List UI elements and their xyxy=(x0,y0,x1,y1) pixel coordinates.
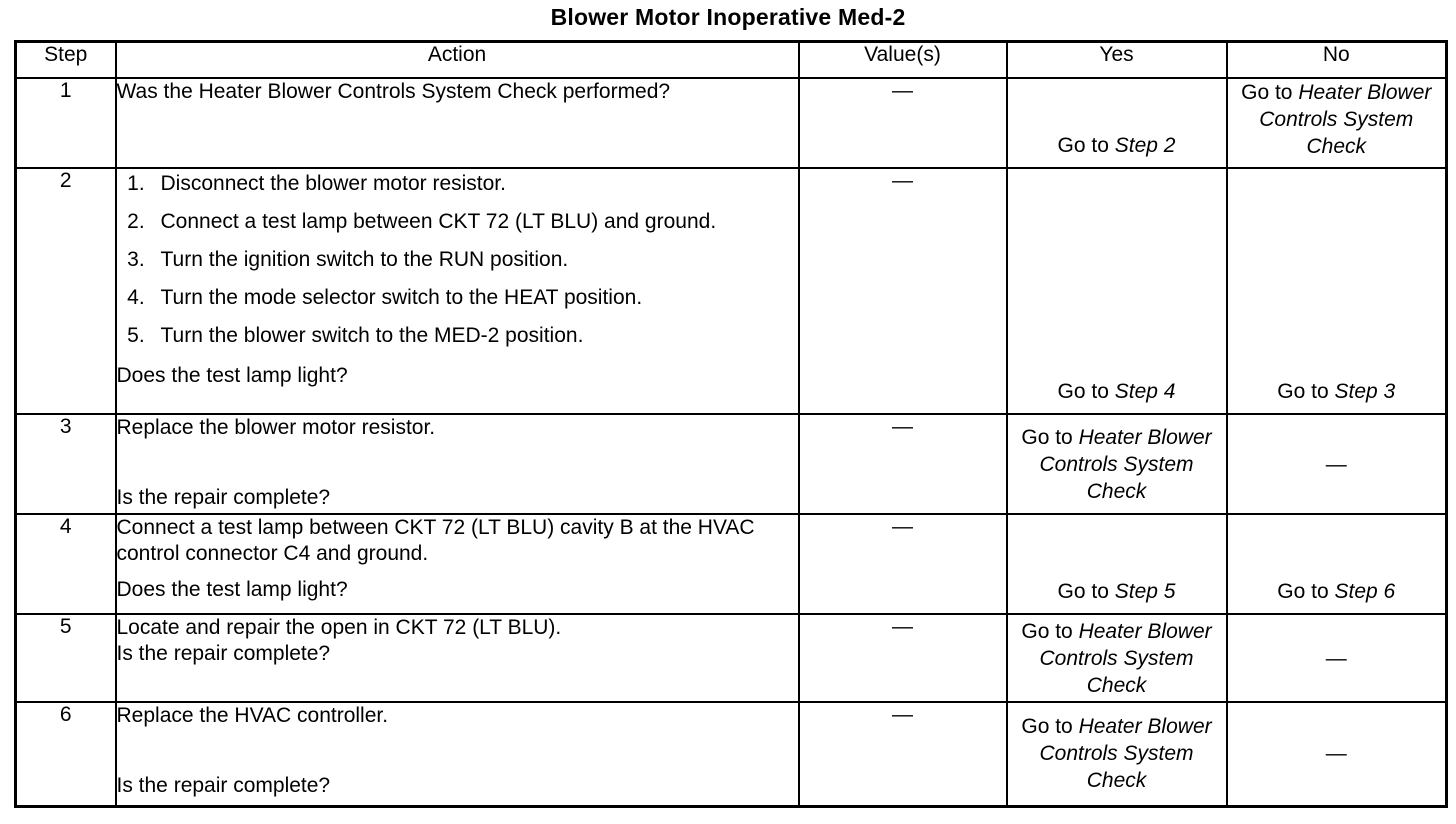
cell-no-branch: Go to Step 3 xyxy=(1225,167,1448,415)
yes-goto-target: Step 4 xyxy=(1114,380,1176,403)
value-dash: — xyxy=(892,703,913,726)
action-question: Is the repair complete? xyxy=(116,486,331,509)
yes-goto-target: Step 2 xyxy=(1114,134,1176,157)
action-question: Does the test lamp light? xyxy=(116,578,348,601)
cell-value: — xyxy=(797,413,1008,515)
no-dash: — xyxy=(1325,646,1347,670)
cell-action: Was the Heater Blower Controls System Ch… xyxy=(114,77,800,169)
value-dash: — xyxy=(892,515,913,538)
cell-value: — xyxy=(797,77,1008,169)
action-text: Was the Heater Blower Controls System Ch… xyxy=(116,80,671,103)
action-text: Replace the blower motor resistor. xyxy=(116,416,436,439)
action-question: Is the repair complete? xyxy=(116,774,331,797)
cell-step-number: 2 xyxy=(14,167,117,415)
no-goto-prefix: Go to xyxy=(1277,380,1335,403)
value-dash: — xyxy=(892,169,913,192)
table-row: 3 Replace the blower motor resistor. Is … xyxy=(14,413,1448,515)
action-text: Replace the HVAC controller. xyxy=(116,704,389,727)
cell-step-number: 3 xyxy=(14,413,117,515)
no-dash: — xyxy=(1325,452,1347,476)
cell-value: — xyxy=(797,167,1008,415)
action-text: Connect a test lamp between CKT 72 (LT B… xyxy=(116,516,755,565)
yes-goto-prefix: Go to xyxy=(1021,715,1079,739)
column-header-value: Value(s) xyxy=(797,40,1008,79)
cell-step-number: 4 xyxy=(14,513,117,615)
cell-action: Locate and repair the open in CKT 72 (LT… xyxy=(114,613,800,703)
no-goto-prefix: Go to xyxy=(1241,81,1299,104)
table-row: 1 Was the Heater Blower Controls System … xyxy=(14,77,1448,169)
yes-goto-target: Heater Blower Controls System Check xyxy=(1039,715,1212,793)
diagnostic-table-container: Step Action Value(s) Yes No 1 Was the He… xyxy=(14,40,1448,808)
cell-step-number: 1 xyxy=(14,77,117,169)
yes-goto-target: Heater Blower Controls System Check xyxy=(1039,425,1212,503)
table-row: 4 Connect a test lamp between CKT 72 (LT… xyxy=(14,513,1448,615)
no-goto-target: Step 6 xyxy=(1334,580,1396,603)
cell-value: — xyxy=(797,613,1008,703)
cell-no-branch: Go to Heater Blower Controls System Chec… xyxy=(1225,77,1448,169)
no-goto-target: Heater Blower Controls System Check xyxy=(1259,81,1432,158)
list-item: Connect a test lamp between CKT 72 (LT B… xyxy=(151,209,798,235)
cell-action: Replace the HVAC controller. Is the repa… xyxy=(114,701,800,807)
no-dash: — xyxy=(1325,742,1347,766)
cell-step-number: 5 xyxy=(14,613,117,703)
cell-yes-branch: Go to Heater Blower Controls System Chec… xyxy=(1005,701,1228,807)
cell-yes-branch: Go to Heater Blower Controls System Chec… xyxy=(1005,413,1228,515)
column-header-step: Step xyxy=(14,40,117,79)
action-text: Locate and repair the open in CKT 72 (LT… xyxy=(116,616,562,639)
list-item: Turn the ignition switch to the RUN posi… xyxy=(151,247,798,273)
cell-no-branch: — xyxy=(1225,613,1448,703)
yes-goto-prefix: Go to xyxy=(1057,580,1115,603)
list-item: Turn the blower switch to the MED-2 posi… xyxy=(151,323,798,349)
value-dash: — xyxy=(892,415,913,438)
yes-goto-prefix: Go to xyxy=(1021,425,1079,449)
table-header: Step Action Value(s) Yes No xyxy=(14,40,1448,79)
cell-no-branch: — xyxy=(1225,413,1448,515)
cell-value: — xyxy=(797,701,1008,807)
diagnostic-procedure-table: Step Action Value(s) Yes No 1 Was the He… xyxy=(14,40,1448,808)
table-body: 1 Was the Heater Blower Controls System … xyxy=(14,77,1448,807)
cell-yes-branch: Go to Heater Blower Controls System Chec… xyxy=(1005,613,1228,703)
action-question: Is the repair complete? xyxy=(116,642,331,665)
page-title: Blower Motor Inoperative Med-2 xyxy=(550,4,906,30)
no-goto-target: Step 3 xyxy=(1334,380,1396,403)
table-row: 5 Locate and repair the open in CKT 72 (… xyxy=(14,613,1448,703)
cell-value: — xyxy=(797,513,1008,615)
cell-action: Connect a test lamp between CKT 72 (LT B… xyxy=(114,513,800,615)
cell-action: Disconnect the blower motor resistor. Co… xyxy=(114,167,800,415)
cell-step-number: 6 xyxy=(14,701,117,807)
cell-yes-branch: Go to Step 4 xyxy=(1005,167,1228,415)
yes-goto-prefix: Go to xyxy=(1057,134,1115,157)
procedure-list: Disconnect the blower motor resistor. Co… xyxy=(117,171,798,349)
no-goto-prefix: Go to xyxy=(1277,580,1335,603)
column-header-yes: Yes xyxy=(1005,40,1228,79)
yes-goto-prefix: Go to xyxy=(1057,380,1115,403)
cell-yes-branch: Go to Step 2 xyxy=(1005,77,1228,169)
column-header-no: No xyxy=(1225,40,1448,79)
table-row: 2 Disconnect the blower motor resistor. … xyxy=(14,167,1448,415)
table-header-row: Step Action Value(s) Yes No xyxy=(14,40,1448,79)
yes-goto-prefix: Go to xyxy=(1021,619,1079,643)
yes-goto-target: Heater Blower Controls System Check xyxy=(1039,619,1212,697)
cell-no-branch: Go to Step 6 xyxy=(1225,513,1448,615)
value-dash: — xyxy=(892,79,913,102)
action-question: Does the test lamp light? xyxy=(116,364,348,387)
cell-action: Replace the blower motor resistor. Is th… xyxy=(114,413,800,515)
table-row: 6 Replace the HVAC controller. Is the re… xyxy=(14,701,1448,807)
list-item: Disconnect the blower motor resistor. xyxy=(151,171,798,197)
column-header-action: Action xyxy=(114,40,800,79)
value-dash: — xyxy=(892,615,913,638)
cell-no-branch: — xyxy=(1225,701,1448,807)
list-item: Turn the mode selector switch to the HEA… xyxy=(151,285,798,311)
cell-yes-branch: Go to Step 5 xyxy=(1005,513,1228,615)
yes-goto-target: Step 5 xyxy=(1114,580,1176,603)
